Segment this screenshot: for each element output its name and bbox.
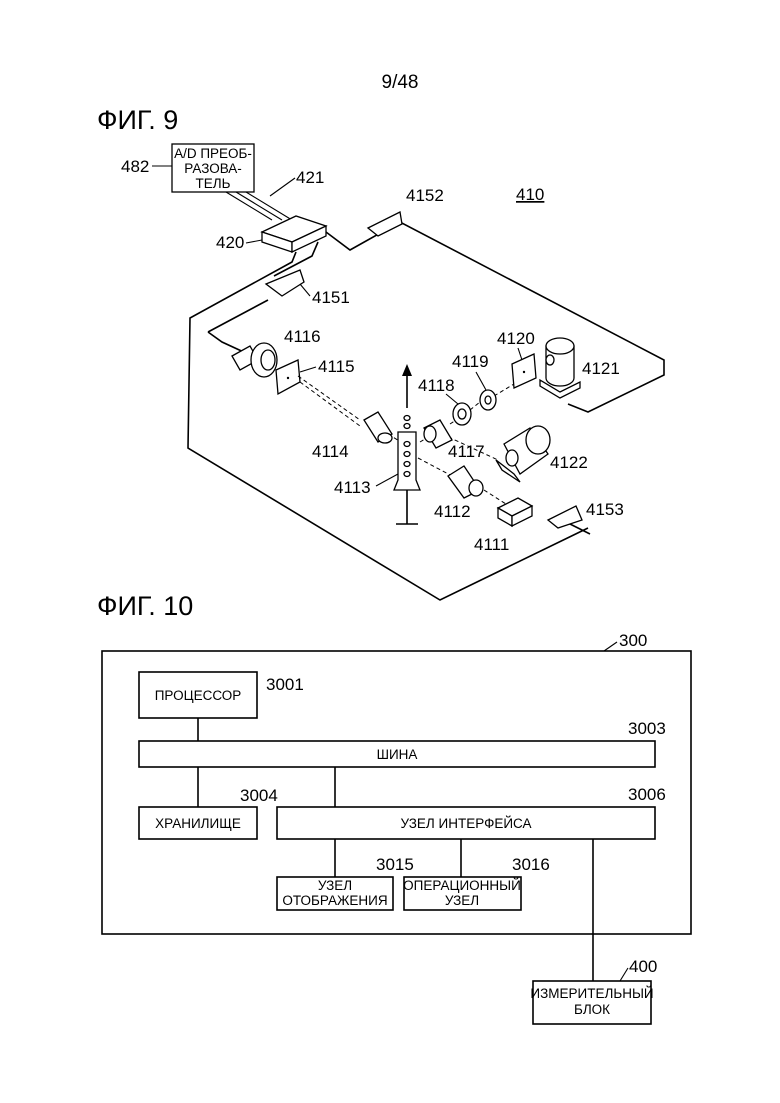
fig9-title: ФИГ. 9 xyxy=(97,105,178,135)
ad-converter-line1: A/D ПРЕОБ- xyxy=(174,146,252,161)
filter-4119-hole xyxy=(485,396,491,404)
leader-300 xyxy=(604,642,617,651)
lens-4117-end xyxy=(424,426,436,442)
beam-4115-4114-b xyxy=(300,382,360,426)
display-ref: 3015 xyxy=(376,855,414,874)
processor-ref: 3001 xyxy=(266,675,304,694)
label-4111: 4111 xyxy=(474,535,509,554)
beam-4112-4111 xyxy=(484,490,506,504)
beam-4115-4114 xyxy=(298,376,360,420)
base-plate-edge-left xyxy=(188,252,588,600)
flow-cell-stem xyxy=(396,490,418,524)
label-4112: 4112 xyxy=(434,502,471,521)
flow-particle-6 xyxy=(404,472,410,477)
base-plate-inner-edge xyxy=(208,300,268,332)
processor-label: ПРОЦЕССОР xyxy=(155,688,242,703)
label-4152: 4152 xyxy=(406,186,444,205)
interface-label: УЗЕЛ ИНТЕРФЕЙСА xyxy=(400,816,531,831)
flow-arrow-head xyxy=(402,364,412,376)
flow-particle-3 xyxy=(404,442,410,447)
leader-4119 xyxy=(476,372,486,390)
page-number: 9/48 xyxy=(382,72,419,93)
pinhole-4120 xyxy=(523,371,525,373)
storage-label: ХРАНИЛИЩЕ xyxy=(155,816,241,831)
measure-line2: БЛОК xyxy=(574,1002,610,1017)
label-4113: 4113 xyxy=(334,478,371,497)
base-plate-edge-right xyxy=(326,222,664,412)
filter-4118-hole xyxy=(458,409,466,419)
label-420: 420 xyxy=(216,233,244,252)
label-4120: 4120 xyxy=(497,329,535,348)
label-4122: 4122 xyxy=(550,453,588,472)
label-4116: 4116 xyxy=(284,327,321,346)
flow-particle-2 xyxy=(404,424,410,429)
measure-line1: ИЗМЕРИТЕЛЬНЫЙ xyxy=(530,986,653,1001)
detector-4121-top xyxy=(546,338,574,354)
detector-4116-lens xyxy=(261,350,275,370)
laser-4122-top xyxy=(526,426,550,454)
bus-label: ШИНА xyxy=(377,747,418,762)
leader-4115 xyxy=(300,367,316,372)
leader-4113 xyxy=(376,474,398,486)
leader-421 xyxy=(270,178,295,196)
ad-converter-line3: ТЕЛЬ xyxy=(196,176,231,191)
leader-4120 xyxy=(518,348,522,360)
leader-400 xyxy=(620,968,628,981)
display-line2: ОТОБРАЖЕНИЯ xyxy=(282,893,387,908)
ad-converter-line2: РАЗОВА- xyxy=(184,161,242,176)
label-4118: 4118 xyxy=(418,376,455,395)
lens-4112-end xyxy=(469,480,483,496)
label-4151: 4151 xyxy=(312,288,350,307)
display-line1: УЗЕЛ xyxy=(318,878,352,893)
flow-particle-5 xyxy=(404,462,410,467)
detector-4121-window xyxy=(546,355,554,365)
lens-4114-end xyxy=(378,433,392,443)
cable-421 xyxy=(226,192,292,220)
label-410: 410 xyxy=(516,185,544,204)
label-4121: 4121 xyxy=(582,359,620,378)
measure-ref: 400 xyxy=(629,957,657,976)
operation-line1: ОПЕРАЦИОННЫЙ xyxy=(403,878,521,893)
label-421: 421 xyxy=(296,168,324,187)
pinhole-4115 xyxy=(287,377,289,379)
mirror-4153 xyxy=(548,506,582,528)
storage-ref: 3004 xyxy=(240,786,278,805)
flow-particle-1 xyxy=(404,416,410,421)
flow-particle-4 xyxy=(404,452,410,457)
fig10-title: ФИГ. 10 xyxy=(97,591,193,621)
bus-ref: 3003 xyxy=(628,719,666,738)
label-4117: 4117 xyxy=(448,442,485,461)
operation-ref: 3016 xyxy=(512,855,550,874)
leader-4151 xyxy=(300,284,310,296)
label-4115: 4115 xyxy=(318,357,355,376)
interface-ref: 3006 xyxy=(628,785,666,804)
label-300: 300 xyxy=(619,631,647,650)
leader-4118 xyxy=(446,394,458,404)
label-482: 482 xyxy=(121,157,149,176)
laser-4122-aperture xyxy=(506,450,518,466)
label-4153: 4153 xyxy=(586,500,624,519)
label-4114: 4114 xyxy=(312,442,349,461)
operation-line2: УЗЕЛ xyxy=(445,893,479,908)
label-4119: 4119 xyxy=(452,352,489,371)
mirror-4152 xyxy=(368,212,402,236)
leader-420 xyxy=(246,240,262,243)
